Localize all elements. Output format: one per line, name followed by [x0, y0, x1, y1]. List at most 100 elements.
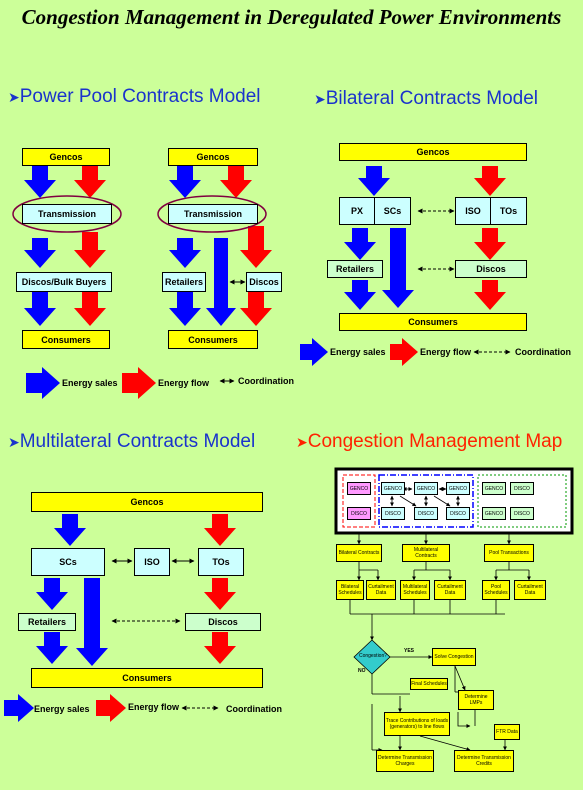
energy-sales-arrow — [169, 238, 201, 268]
section-title: Multilateral Contracts Model — [19, 431, 256, 452]
trace-contributions-box: Trace Contributions of loads (generators… — [384, 712, 450, 736]
bilateral-arrows — [344, 166, 506, 310]
transmission-box: Transmission — [22, 204, 112, 224]
energy-sales-arrow — [24, 238, 56, 268]
bullet-arrow-icon: ➤ — [8, 434, 20, 450]
energy-sales-arrow — [54, 514, 86, 546]
energy-sales-arrow — [24, 292, 56, 326]
gencos-box: Gencos — [339, 143, 527, 161]
multilateral-contracts-box: Multilateral Contracts — [402, 544, 450, 562]
energy-flow-arrow — [74, 292, 106, 326]
energy-flow-arrow — [204, 578, 236, 610]
section-heading-bilateral: ➤Bilateral Contracts Model — [314, 88, 538, 110]
multilateral-arrows — [36, 514, 236, 666]
energy-flow-arrow — [240, 226, 272, 268]
energy-sales-arrow — [24, 166, 56, 198]
transmission-charges-box: Determine Transmission Charges — [376, 750, 434, 772]
iso-box: ISO — [134, 548, 170, 576]
disco-box: DISCO — [414, 507, 438, 520]
legend-2-arrows — [300, 338, 511, 366]
curtailment-data-box: Curtailment Data — [434, 580, 466, 600]
energy-flow-arrow — [474, 166, 506, 196]
discos-bulk-buyers-box: Discos/Bulk Buyers — [16, 272, 112, 292]
energy-flow-icon — [390, 338, 418, 366]
pool-right-arrows — [157, 166, 272, 326]
map-flow-lines — [349, 533, 531, 752]
bilateral-schedules-box: Bilateral Schedules — [336, 580, 364, 600]
genco-disco-link — [433, 495, 451, 507]
final-schedules-box: Final Schedules — [410, 678, 448, 690]
disco-box: DISCO — [510, 482, 534, 495]
legend-energy-flow: Energy flow — [420, 347, 472, 357]
retailers-box: Retailers — [18, 613, 76, 631]
energy-flow-arrow — [474, 228, 506, 260]
map-frames — [334, 467, 574, 535]
genco-box: GENCO — [347, 482, 371, 495]
transmission-highlight — [157, 195, 267, 233]
multilateral-schedules-box: Multilateral Schedules — [400, 580, 430, 600]
energy-flow-arrow — [74, 232, 106, 268]
pool-group — [477, 474, 567, 528]
genco-disco-link — [399, 495, 417, 507]
energy-sales-arrow — [169, 292, 201, 326]
legend-energy-sales: Energy sales — [34, 704, 90, 714]
disco-box: DISCO — [381, 507, 405, 520]
tos-box: TOs — [491, 197, 527, 225]
energy-flow-icon — [122, 367, 156, 399]
iso-box: ISO — [455, 197, 491, 225]
energy-flow-arrow — [74, 166, 106, 198]
solve-congestion-box: Solve Congestion — [432, 648, 476, 666]
discos-box: Discos — [246, 272, 282, 292]
energy-sales-arrow — [76, 578, 108, 666]
no-label: NO — [358, 668, 366, 674]
genco-box: GENCO — [482, 507, 506, 520]
page-title: Congestion Management in Deregulated Pow… — [21, 5, 562, 29]
bilateral-contracts-box: Bilateral Contracts — [336, 544, 382, 562]
congestion-decision — [353, 639, 391, 675]
section-heading-map: ➤Congestion Management Map — [296, 431, 562, 453]
bullet-arrow-icon: ➤ — [314, 91, 326, 107]
scs-box: SCs — [31, 548, 105, 576]
legend-coordination: Coordination — [238, 376, 294, 386]
legend-energy-flow: Energy flow — [158, 378, 210, 388]
consumers-box: Consumers — [168, 330, 258, 349]
energy-sales-icon — [300, 338, 328, 366]
genco-box: GENCO — [381, 482, 405, 495]
legend-3-arrows — [4, 694, 219, 722]
discos-box: Discos — [185, 613, 261, 631]
multilateral-group — [378, 474, 474, 528]
px-box: PX — [339, 197, 375, 225]
consumers-box: Consumers — [22, 330, 110, 349]
legend-coordination: Coordination — [226, 704, 282, 714]
bullet-arrow-icon: ➤ — [8, 89, 20, 105]
gencos-box: Gencos — [168, 148, 258, 166]
energy-sales-arrow — [169, 166, 201, 198]
ftr-data-box: FTR Data — [494, 724, 520, 740]
consumers-box: Consumers — [31, 668, 263, 688]
energy-flow-arrow — [220, 166, 252, 198]
tos-box: TOs — [198, 548, 244, 576]
energy-flow-arrow — [204, 514, 236, 546]
genco-box: GENCO — [446, 482, 470, 495]
bullet-arrow-icon: ➤ — [296, 434, 308, 450]
gencos-box: Gencos — [22, 148, 110, 166]
pool-schedules-box: Pool Schedules — [482, 580, 510, 600]
genco-box: GENCO — [414, 482, 438, 495]
market-frame — [334, 467, 574, 535]
disco-box: DISCO — [347, 507, 371, 520]
retailers-box: Retailers — [327, 260, 383, 278]
section-heading-multilateral: ➤Multilateral Contracts Model — [8, 431, 255, 453]
section-title: Congestion Management Map — [307, 431, 563, 452]
section-heading-pool: ➤Power Pool Contracts Model — [8, 86, 261, 108]
pool-left-arrows — [12, 166, 122, 326]
legend-energy-sales: Energy sales — [62, 378, 118, 388]
pool-transactions-box: Pool Transactions — [484, 544, 534, 562]
energy-sales-arrow — [344, 280, 376, 310]
energy-sales-arrow — [358, 166, 390, 196]
legend-energy-sales: Energy sales — [330, 347, 386, 357]
energy-flow-arrow — [240, 292, 272, 326]
energy-flow-arrow — [204, 632, 236, 664]
energy-sales-arrow — [206, 238, 236, 326]
section-title: Bilateral Contracts Model — [325, 88, 538, 109]
